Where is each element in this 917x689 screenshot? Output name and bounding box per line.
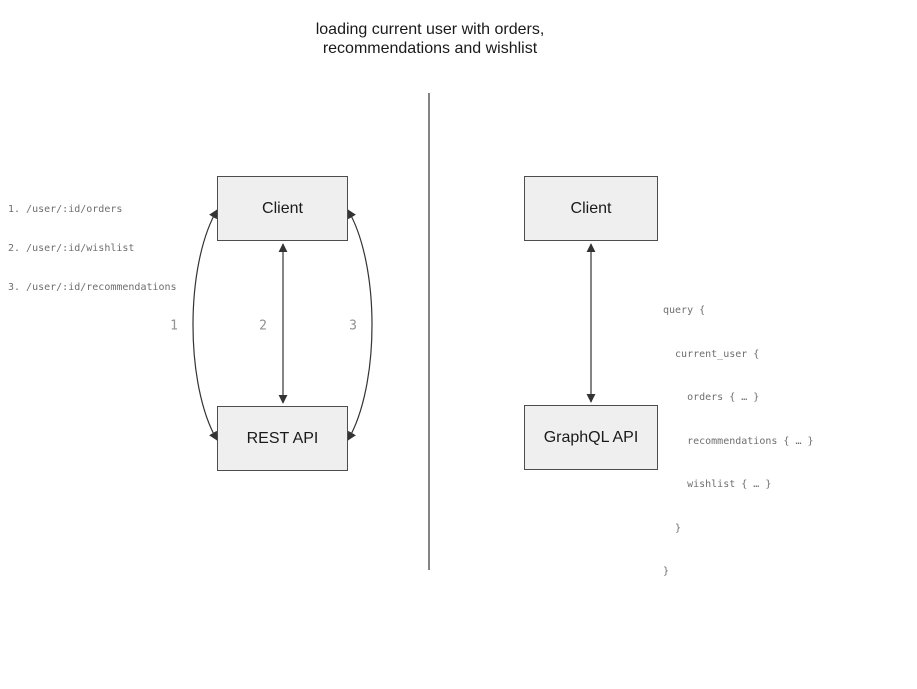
- rest-arrow-1-orders: [192, 209, 218, 441]
- rest-api-node: REST API: [217, 406, 348, 471]
- graphql-query-line: orders { … }: [663, 392, 760, 403]
- rest-endpoint-list: 1. /user/:id/orders 2. /user/:id/wishlis…: [8, 177, 177, 320]
- arrow-label-2: 2: [259, 318, 267, 334]
- graphql-query-line: query {: [663, 305, 706, 316]
- client-node-graphql: Client: [524, 176, 658, 241]
- rest-endpoint-recommendations: 3. /user/:id/recommendations: [8, 282, 177, 293]
- graphql-api-node-label: GraphQL API: [543, 428, 639, 446]
- rest-endpoint-orders: 1. /user/:id/orders: [8, 204, 123, 215]
- graphql-query-line: wishlist { … }: [663, 479, 772, 490]
- graphql-query-line: recommendations { … }: [663, 435, 814, 447]
- diagram-title: loading current user with orders, recomm…: [180, 20, 680, 58]
- diagram-title-line1: loading current user with orders,: [315, 21, 545, 38]
- diagram-title-line2: recommendations and wishlist: [322, 40, 538, 57]
- rest-api-node-label: REST API: [246, 429, 319, 447]
- graphql-query-block: query { current_user { orders { … } reco…: [663, 275, 814, 609]
- graphql-query-line: current_user {: [663, 348, 760, 360]
- graphql-query-line: }: [663, 566, 670, 577]
- rest-endpoint-wishlist: 2. /user/:id/wishlist: [8, 243, 135, 254]
- client-node-rest-label: Client: [262, 199, 303, 217]
- client-node-graphql-label: Client: [570, 199, 612, 217]
- arrow-label-1: 1: [170, 318, 178, 334]
- graphql-api-node: GraphQL API: [524, 405, 658, 470]
- rest-arrow-3-recommendations: [347, 209, 373, 441]
- graphql-query-line: }: [663, 522, 682, 534]
- client-node-rest: Client: [217, 176, 348, 241]
- arrow-label-3: 3: [349, 318, 357, 334]
